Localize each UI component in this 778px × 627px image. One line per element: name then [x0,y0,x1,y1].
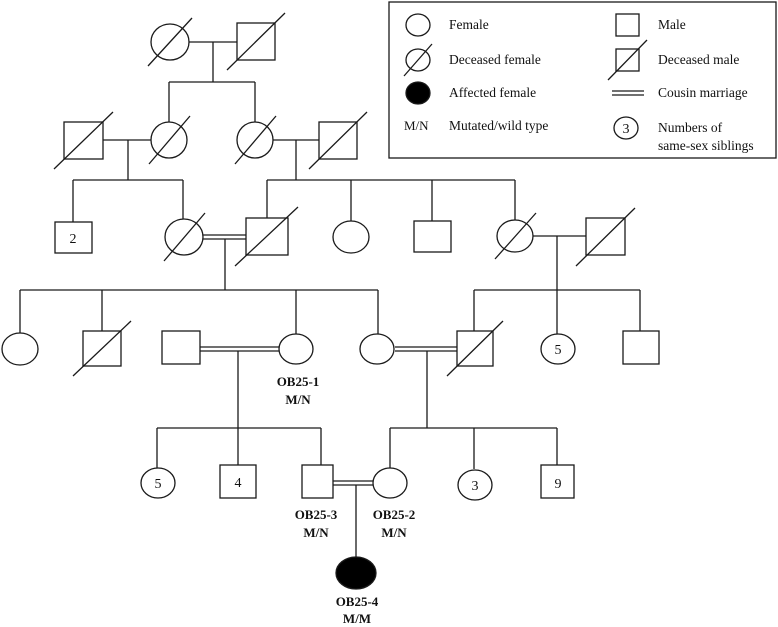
male-group-g5-left [219,464,257,499]
legend-siblings-label-line2: same-sex siblings [658,138,754,153]
ob25-3-genotype: M/N [303,525,329,540]
generation-1 [147,12,286,71]
male-g3-middle [413,220,452,253]
pedigree-lines [19,41,641,557]
male-group-g3-count: 2 [70,232,77,247]
legend-cousin-marriage-label: Cousin marriage [658,85,748,100]
legend-deceased-male-label: Deceased male [658,52,739,67]
ob25-4-genotype: M/M [343,611,371,626]
legend-male-label: Male [658,17,686,32]
ob25-4-id: OB25-4 [336,594,379,609]
ob25-2-id: OB25-2 [373,507,416,522]
legend-siblings-label-line1: Numbers of [658,120,723,135]
legend-mn-symbol: M/N [404,118,429,133]
male-group-g5-right [540,464,575,499]
ob25-2-genotype: M/N [381,525,407,540]
female-g4-cousin-wife [359,333,395,365]
male-g4-cousin-husband [161,330,201,365]
generation-2 [53,111,368,170]
generation-4: OB25-1 M/N 5 [1,320,660,407]
legend-deceased-female-label: Deceased female [449,52,541,67]
male-ob25-3 [301,464,334,499]
legend: Female Male Deceased female Deceased mal… [388,1,777,159]
female-group-g4-count: 5 [555,343,562,358]
generation-5: 5 4 OB25-3 M/N OB25-2 M/N 3 9 [140,464,575,540]
ob25-1-genotype: M/N [285,392,311,407]
ob25-3-id: OB25-3 [295,507,338,522]
female-group-g5-right [457,469,493,501]
female-g3-middle [332,220,370,254]
female-ob25-1 [278,333,314,365]
female-group-g4 [540,333,576,365]
generation-6: OB25-4 M/M [335,556,379,626]
female-ob25-2 [372,467,408,499]
legend-siblings-symbol [613,116,639,140]
female-group-g5-right-count: 3 [472,479,479,494]
male-group-g5-right-count: 9 [555,477,562,492]
legend-mutated-wild-type-label: Mutated/wild type [449,118,548,133]
legend-female-label: Female [449,17,489,32]
generation-3: 2 [54,206,636,267]
legend-affected-female-label: Affected female [449,85,536,100]
legend-female-symbol [405,13,431,37]
ob25-1-id: OB25-1 [277,374,320,389]
female-group-g5-left [140,467,176,499]
legend-affected-female-symbol [405,81,431,105]
male-group-g5-left-count: 4 [235,476,242,491]
male-g4-right [622,330,660,365]
affected-female-ob25-4 [335,556,377,590]
female-g4-1 [1,332,39,366]
female-group-g5-left-count: 5 [155,477,162,492]
legend-siblings-number: 3 [623,122,630,137]
legend-box [388,1,777,159]
male-group-g3 [54,221,93,254]
legend-male-symbol [615,13,640,37]
